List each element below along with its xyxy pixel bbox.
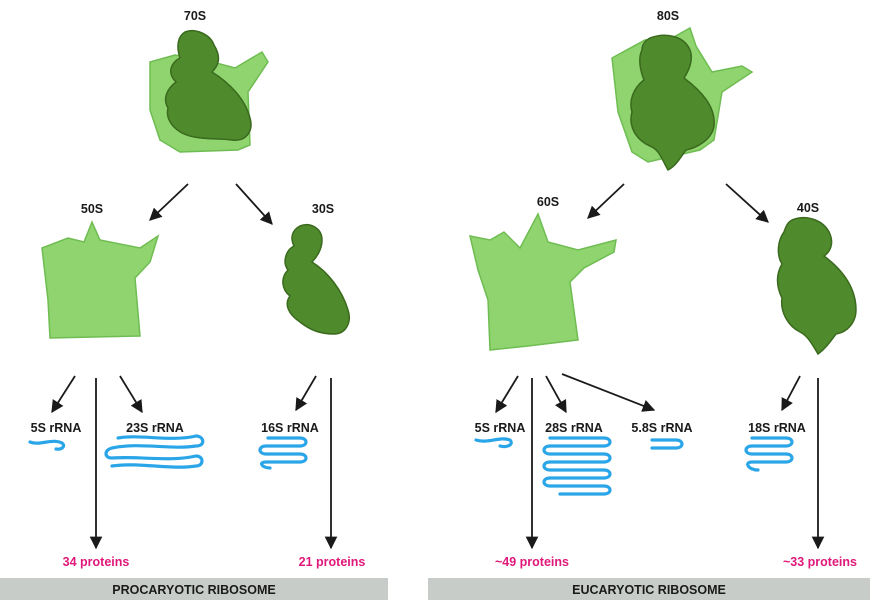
prokaryote-banner: PROCARYOTIC RIBOSOME <box>112 583 275 597</box>
subunit-60s-shape <box>469 212 617 351</box>
rrna-18s-strand <box>744 436 794 472</box>
label-18s-rrna: 18S rRNA <box>748 421 806 435</box>
rrna-5-8s-strand <box>650 438 684 450</box>
label-60s: 60S <box>537 195 559 209</box>
label-23s-rrna: 23S rRNA <box>126 421 184 435</box>
arrow-to-60s <box>587 183 625 219</box>
arrow-to-23s <box>119 375 143 414</box>
label-50s: 50S <box>81 202 103 216</box>
rrna-5s-pro-strand <box>28 439 66 451</box>
rrna-5s-euk-strand <box>474 437 513 449</box>
label-34-proteins: 34 proteins <box>63 555 130 569</box>
label-5s-rrna-pro: 5S rRNA <box>31 421 82 435</box>
rrna-28s-strand <box>542 436 612 496</box>
label-28s-rrna: 28S rRNA <box>545 421 603 435</box>
arrow-to-28s <box>545 375 567 414</box>
arrow-to-40s <box>725 183 769 223</box>
label-21-proteins: 21 proteins <box>299 555 366 569</box>
prokaryote-banner-bg <box>0 578 388 600</box>
ribosome-80s <box>611 26 754 171</box>
label-49-proteins: ~49 proteins <box>495 555 569 569</box>
arrow-to-30s <box>235 183 273 225</box>
arrow-to-18s <box>781 375 801 412</box>
eukaryote-banner-bg <box>428 578 870 600</box>
label-70s: 70S <box>184 9 206 23</box>
label-80s: 80S <box>657 9 679 23</box>
rrna-23s-strand <box>104 434 205 469</box>
subunit-40s-shape <box>776 216 857 356</box>
rrna-16s-strand <box>258 436 308 470</box>
ribosome-70s <box>149 30 269 153</box>
arrow-to-5-8s <box>561 373 656 412</box>
label-5s-rrna-euk: 5S rRNA <box>475 421 526 435</box>
label-40s: 40S <box>797 201 819 215</box>
prokaryote-panel: 70S 50S 30S 5S rRNA 23S rRNA 16S rRNA 34… <box>0 9 388 600</box>
small-subunit-shape <box>164 30 252 141</box>
subunit-30s-shape <box>282 224 350 335</box>
arrow-to-5s-euk <box>495 375 519 414</box>
eukaryote-banner: EUCARYOTIC RIBOSOME <box>572 583 726 597</box>
arrow-to-50s <box>149 183 189 221</box>
label-5-8s-rrna: 5.8S rRNA <box>631 421 692 435</box>
eukaryote-panel: 80S 60S 40S 5S rRNA 28S rRNA 5.8S rRNA 1… <box>428 9 870 600</box>
arrow-to-5s <box>51 375 76 414</box>
label-16s-rrna: 16S rRNA <box>261 421 319 435</box>
arrow-to-16s <box>295 375 317 412</box>
subunit-50s-shape <box>41 220 160 339</box>
label-33-proteins: ~33 proteins <box>783 555 857 569</box>
label-30s: 30S <box>312 202 334 216</box>
small-subunit-shape <box>630 34 715 171</box>
